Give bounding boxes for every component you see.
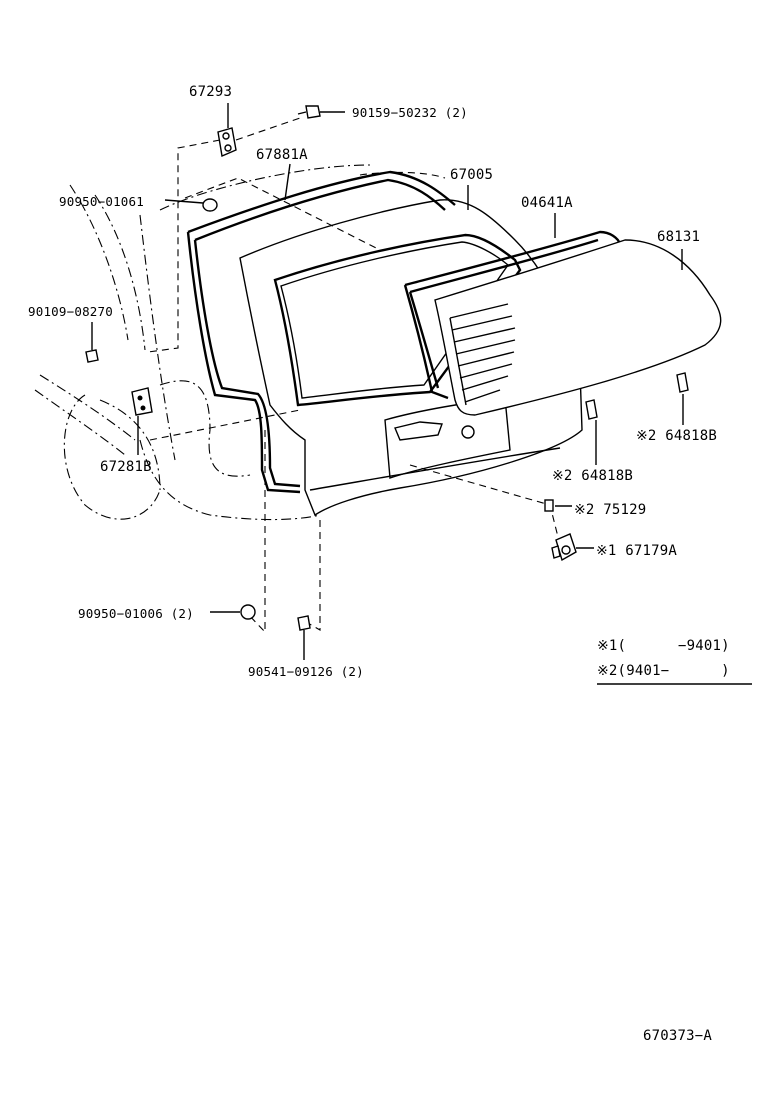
back-door-67005 xyxy=(239,199,583,517)
label-90950-01061: 90950−01061 xyxy=(59,194,144,209)
label-64818B-left: ※2 64818B xyxy=(552,468,633,484)
label-67881A: 67881A xyxy=(256,147,308,163)
label-90109-08270: 90109−08270 xyxy=(28,304,113,319)
label-67281B: 67281B xyxy=(100,459,152,475)
footnote-2: ※2(9401− ) xyxy=(597,663,730,679)
label-90159-50232: 90159−50232 (2) xyxy=(352,105,468,120)
reference-number: 670373−A xyxy=(643,1028,713,1044)
bolt-90159 xyxy=(297,105,345,119)
hinge-67281B xyxy=(131,387,153,455)
bolt-90109 xyxy=(85,322,99,363)
label-90950-01006: 90950−01006 (2) xyxy=(78,606,194,621)
hinge-67293 xyxy=(217,127,237,157)
vehicle-body-outline xyxy=(34,164,371,521)
label-64818B-right: ※2 64818B xyxy=(636,428,717,444)
label-67005: 67005 xyxy=(450,167,494,183)
weatherstrip-04641A xyxy=(403,230,622,400)
label-67179A: ※1 67179A xyxy=(596,543,677,559)
clip-75129 xyxy=(544,499,572,512)
label-04641A: 04641A xyxy=(521,195,573,211)
stopper-64818B-right xyxy=(676,372,689,425)
cushion-90950-01061 xyxy=(164,198,218,212)
leader-lines xyxy=(227,103,683,270)
weatherstrip-67881A xyxy=(186,170,456,494)
label-75129: ※2 75129 xyxy=(574,502,647,518)
damper-67179A xyxy=(551,533,594,562)
label-68131: 68131 xyxy=(657,229,701,245)
footnote-1: ※1( −9401) xyxy=(597,638,730,654)
bolt-90541 xyxy=(297,615,311,660)
label-90541-09126: 90541−09126 (2) xyxy=(248,664,364,679)
cushion-90950-01006 xyxy=(210,604,256,620)
stopper-64818B-left xyxy=(585,399,598,465)
label-67293: 67293 xyxy=(189,84,233,100)
back-window-glass-68131 xyxy=(434,239,722,416)
